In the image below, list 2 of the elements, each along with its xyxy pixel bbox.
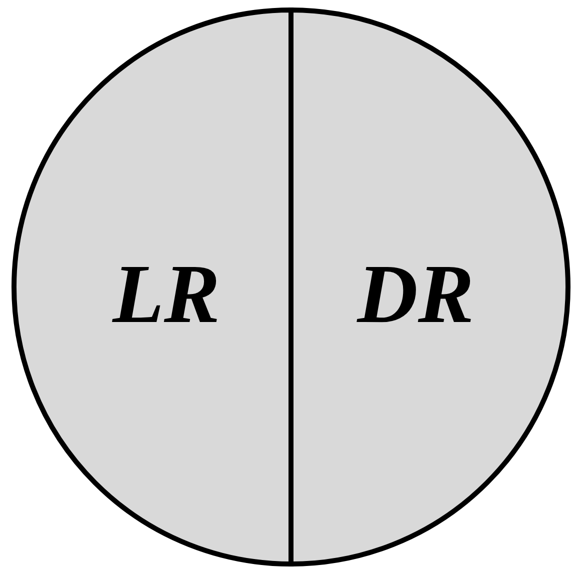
segment-label: DR — [357, 253, 474, 337]
segment-label: LR — [112, 253, 220, 337]
